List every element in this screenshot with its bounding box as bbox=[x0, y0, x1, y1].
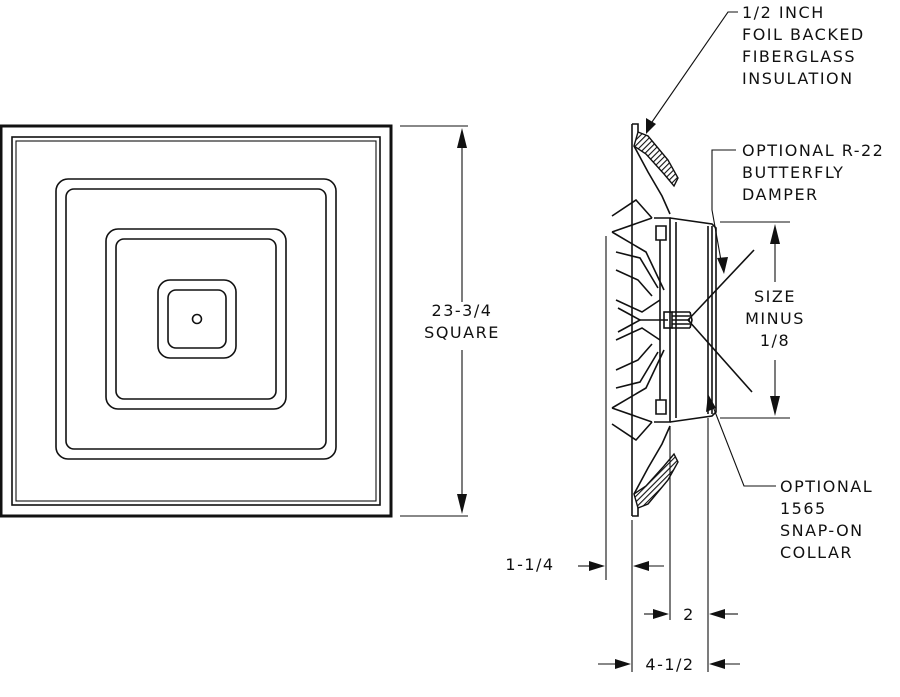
collar-label-line-2: 1565 bbox=[780, 499, 827, 518]
damper-screw bbox=[663, 311, 693, 329]
collar-label-line-4: COLLAR bbox=[780, 543, 853, 562]
frame-inner-border-2 bbox=[15, 140, 377, 502]
collar-label-line-1: OPTIONAL bbox=[780, 477, 873, 496]
overall-depth-dimension: 4-1/2 bbox=[598, 655, 740, 674]
side-view bbox=[611, 123, 755, 517]
damper-callout: OPTIONAL R-22 BUTTERFLY DAMPER bbox=[711, 141, 884, 274]
size-label-line-3: 1/8 bbox=[760, 331, 790, 350]
damper-label-line-1: OPTIONAL R-22 bbox=[742, 141, 884, 160]
cone-ring-2-inner bbox=[115, 238, 277, 400]
snap-on-collar bbox=[669, 217, 717, 423]
collar-depth-dimension: 2 bbox=[644, 605, 738, 624]
collar-depth-label: 2 bbox=[683, 605, 695, 624]
center-screw-hole bbox=[191, 313, 203, 325]
center-cone-inner bbox=[167, 289, 227, 349]
outer-frame bbox=[0, 124, 393, 518]
insulation-callout: 1/2 INCH FOIL BACKED FIBERGLASS INSULATI… bbox=[646, 3, 865, 134]
collar-callout: OPTIONAL 1565 SNAP-ON COLLAR bbox=[706, 394, 873, 562]
square-dim-label: SQUARE bbox=[424, 323, 500, 342]
square-dim-value: 23-3/4 bbox=[432, 301, 493, 320]
insulation-top bbox=[633, 131, 679, 188]
size-label-line-2: MINUS bbox=[745, 309, 805, 328]
damper-blade-lower bbox=[687, 319, 753, 393]
damper-label-line-2: BUTTERFLY bbox=[742, 163, 844, 182]
square-dimension: 23-3/4 SQUARE bbox=[400, 125, 500, 517]
frame-inner-border bbox=[11, 136, 381, 506]
front-depth-dimension: 1-1/4 bbox=[505, 555, 664, 574]
insulation-label-line-3: FIBERGLASS bbox=[742, 47, 856, 66]
cone-ring-2-outer bbox=[105, 228, 287, 410]
cone-ring-1-inner bbox=[65, 188, 327, 450]
insulation-label-line-2: FOIL BACKED bbox=[742, 25, 865, 44]
damper-label-line-3: DAMPER bbox=[742, 185, 819, 204]
extension-lines bbox=[605, 236, 709, 672]
damper-blade-upper bbox=[687, 249, 755, 321]
insulation-label-line-1: 1/2 INCH bbox=[742, 3, 825, 22]
insulation-label-line-4: INSULATION bbox=[742, 69, 854, 88]
center-cone-outer bbox=[157, 279, 237, 359]
cone-ring-1-outer bbox=[55, 178, 337, 460]
front-view bbox=[0, 124, 393, 518]
overall-depth-label: 4-1/2 bbox=[645, 655, 694, 674]
size-dimension: SIZE MINUS 1/8 bbox=[720, 221, 805, 419]
size-label-line-1: SIZE bbox=[754, 287, 796, 306]
collar-label-line-3: SNAP-ON bbox=[780, 521, 864, 540]
front-depth-label: 1-1/4 bbox=[505, 555, 554, 574]
insulation-bottom bbox=[633, 452, 679, 509]
